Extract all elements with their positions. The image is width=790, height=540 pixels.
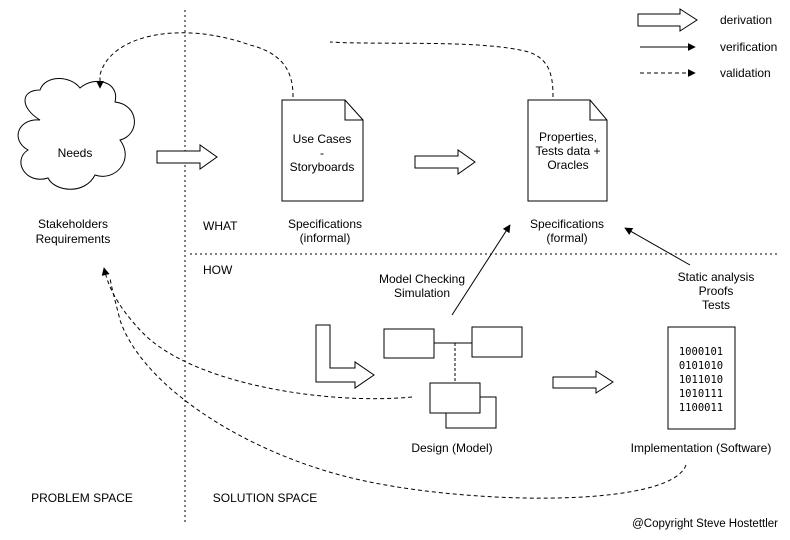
validation-arrow-impl-to-stakeholders bbox=[109, 277, 687, 499]
design-model-icon bbox=[383, 326, 523, 429]
legend-verification-label: verification bbox=[720, 40, 777, 54]
formal-spec-document-icon bbox=[527, 99, 608, 202]
copyright-label: @Copyright Steve Hostettler bbox=[632, 518, 778, 530]
problem-space-label: PROBLEM SPACE bbox=[31, 491, 133, 505]
verification-arrow-design-to-formal bbox=[451, 224, 511, 316]
design-caption: Design (Model) bbox=[411, 441, 492, 455]
informal-spec-document-icon bbox=[281, 99, 364, 202]
informal-doc-line-3: Storyboards bbox=[290, 160, 355, 174]
formal-doc-line-3: Oracles bbox=[547, 158, 588, 172]
binary-line-3: 1011010 bbox=[679, 374, 723, 386]
design-box-right bbox=[471, 326, 523, 358]
formal-doc-line-1: Properties, bbox=[539, 130, 597, 144]
derivation-arrow-design-to-impl bbox=[552, 370, 614, 394]
derivation-arrow-needs-to-spec bbox=[156, 144, 218, 170]
design-box-front bbox=[429, 382, 481, 414]
informal-caption-2: (informal) bbox=[300, 231, 351, 245]
binary-line-4: 1010111 bbox=[679, 388, 723, 400]
needs-label: Needs bbox=[58, 146, 93, 160]
how-label: HOW bbox=[203, 263, 233, 277]
requirements-label: Requirements bbox=[36, 232, 111, 246]
binary-line-5: 1100011 bbox=[679, 402, 723, 414]
validation-arrow-top-to-needs bbox=[96, 32, 294, 98]
stakeholders-label: Stakeholders bbox=[38, 217, 108, 231]
model-checking-label: Model Checking bbox=[379, 272, 465, 286]
formal-doc-fold bbox=[589, 100, 607, 121]
legend-derivation-arrow bbox=[637, 8, 698, 32]
simulation-label: Simulation bbox=[394, 286, 450, 300]
what-label: WHAT bbox=[203, 219, 238, 233]
legend-validation-label: validation bbox=[720, 66, 771, 80]
derivation-arrow-how-to-design bbox=[315, 324, 375, 389]
impl-caption: Implementation (Software) bbox=[631, 441, 772, 455]
informal-caption-1: Specifications bbox=[288, 217, 362, 231]
tests-label: Tests bbox=[702, 298, 730, 312]
binary-line-2: 0101010 bbox=[679, 360, 723, 372]
static-analysis-label: Static analysis bbox=[678, 270, 755, 284]
design-box-left bbox=[383, 328, 435, 359]
informal-doc-fold bbox=[344, 100, 363, 121]
proofs-label: Proofs bbox=[699, 284, 734, 298]
needs-cloud-icon bbox=[17, 78, 135, 190]
formal-doc-line-2: Tests data + bbox=[535, 144, 600, 158]
verification-arrow-impl-to-formal bbox=[624, 227, 691, 266]
binary-code-icon bbox=[667, 326, 736, 430]
solution-space-label: SOLUTION SPACE bbox=[213, 491, 317, 505]
derivation-arrow-spec-to-formal bbox=[414, 149, 476, 175]
legend: derivation verification validation bbox=[637, 8, 777, 80]
validation-arrow-formal-to-needs bbox=[329, 41, 554, 98]
legend-derivation-label: derivation bbox=[720, 13, 772, 27]
informal-doc-line-1: Use Cases bbox=[293, 132, 352, 146]
formal-caption-2: (formal) bbox=[546, 231, 587, 245]
formal-caption-1: Specifications bbox=[530, 217, 604, 231]
validation-arrow-design-to-stakeholders bbox=[101, 267, 413, 400]
binary-line-1: 1000101 bbox=[679, 346, 723, 358]
informal-doc-line-2: - bbox=[320, 146, 324, 160]
